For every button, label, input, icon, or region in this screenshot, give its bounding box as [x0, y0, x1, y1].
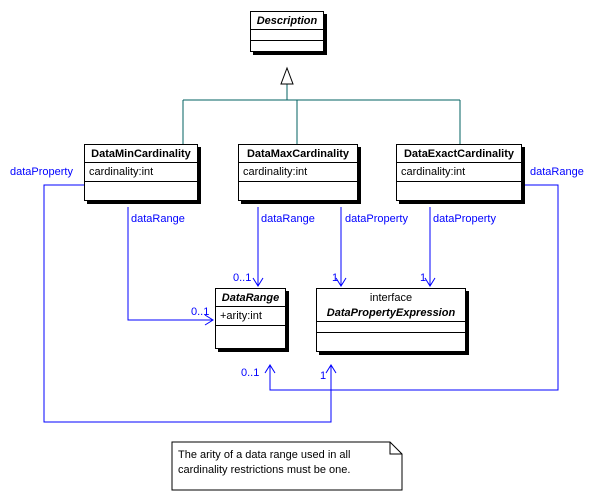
label-max-datarange: dataRange: [261, 213, 315, 225]
generalization-arrowhead: [280, 66, 294, 85]
label-max-multiplicity: 0..1: [233, 272, 252, 284]
class-name: DataMinCardinality: [85, 145, 197, 163]
class-name: DataRange: [216, 289, 285, 307]
arrow-exact-dataproperty: [424, 277, 436, 287]
label-exact-dr-multiplicity: 0..1: [241, 367, 260, 379]
label-min-datarange: dataRange: [131, 213, 185, 225]
attributes-section: [317, 322, 465, 333]
operations-section: [317, 333, 465, 351]
label-max-dataproperty: dataProperty: [345, 213, 408, 225]
arrow-max-datarange: [252, 277, 264, 287]
class-data-range[interactable]: DataRange +arity:int: [215, 288, 286, 349]
class-stereotype: interface: [369, 292, 413, 304]
class-data-property-expression[interactable]: interface DataPropertyExpression: [316, 288, 466, 352]
arrow-min-dataproperty: [325, 364, 337, 374]
label-exact-datarange: dataRange: [530, 166, 584, 178]
label-exact-dp-multiplicity: 1: [420, 272, 427, 284]
operations-section: [216, 326, 285, 348]
assoc-min-datarange: [127, 207, 213, 321]
class-name: Description: [251, 12, 323, 30]
class-attribute: +arity:int: [216, 307, 285, 326]
arrow-exact-datarange: [264, 364, 276, 374]
class-data-min-cardinality[interactable]: DataMinCardinality cardinality:int: [84, 144, 198, 201]
class-attribute: cardinality:int: [85, 163, 197, 182]
association-lines: [43, 184, 559, 423]
label-min-dataproperty: dataProperty: [10, 166, 73, 178]
generalization-lines: [182, 66, 461, 144]
class-name: DataMaxCardinality: [239, 145, 357, 163]
class-attribute: cardinality:int: [397, 163, 521, 182]
operations-section: [251, 41, 323, 51]
class-description[interactable]: Description: [250, 11, 324, 52]
label-min-dp-multiplicity: 1: [320, 370, 327, 382]
operations-section: [85, 182, 197, 200]
assoc-exact-datarange: [269, 184, 559, 391]
label-max-dp-multiplicity: 1: [332, 272, 339, 284]
class-name: DataExactCardinality: [397, 145, 521, 163]
class-data-max-cardinality[interactable]: DataMaxCardinality cardinality:int: [238, 144, 358, 201]
operations-section: [397, 182, 521, 200]
arrow-min-datarange: [204, 314, 214, 326]
note-text: The arity of a data range used in all ca…: [178, 449, 351, 476]
arrow-max-dataproperty: [335, 277, 347, 287]
operations-section: [239, 182, 357, 200]
attributes-section: [251, 30, 323, 41]
label-min-multiplicity: 0..1: [191, 306, 210, 318]
assoc-min-dataproperty: [43, 184, 332, 423]
note-shape: [171, 441, 403, 491]
class-data-exact-cardinality[interactable]: DataExactCardinality cardinality:int: [396, 144, 522, 201]
class-attribute: cardinality:int: [239, 163, 357, 182]
label-exact-dataproperty: dataProperty: [433, 213, 496, 225]
class-name: DataPropertyExpression: [317, 304, 465, 322]
